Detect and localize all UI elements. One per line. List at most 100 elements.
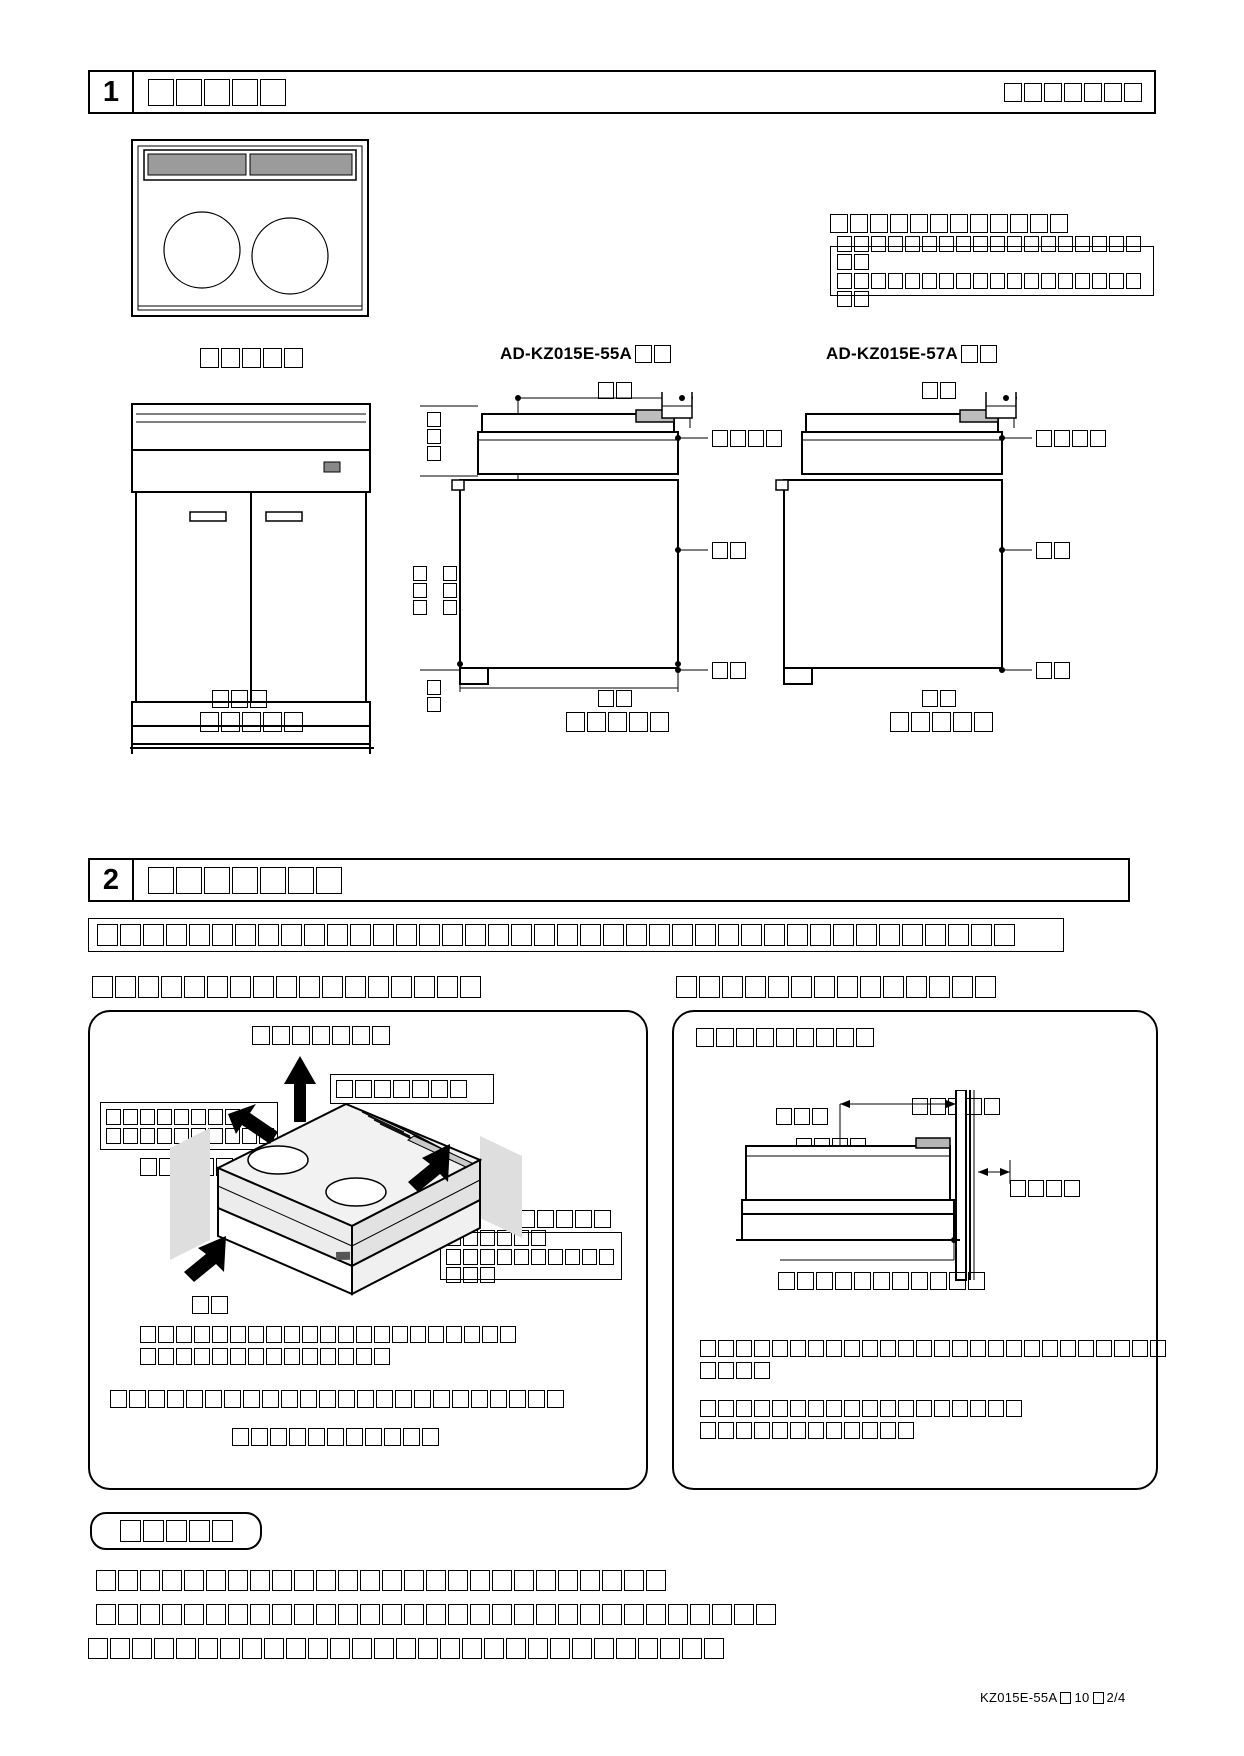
bottom-pill xyxy=(90,1512,262,1550)
section-2-title xyxy=(134,866,1128,894)
right-panel-note-2-row-1 xyxy=(700,1400,1022,1418)
right-panel-top-label xyxy=(696,1028,874,1047)
left-panel-side-label xyxy=(518,1210,611,1228)
left-panel-heading-text xyxy=(92,976,481,998)
bottom-line-3-text xyxy=(88,1638,724,1659)
left-panel-last-row xyxy=(232,1428,439,1446)
section-1-number: 1 xyxy=(90,72,134,112)
right-panel-caption xyxy=(778,1272,985,1290)
right-panel-note-3 xyxy=(700,1400,1022,1418)
model-2-bottom-dim-text xyxy=(922,690,956,708)
left-panel-lower-box xyxy=(440,1229,622,1283)
model-1-left-dim-1 xyxy=(427,412,443,461)
footer-code-suffix: 2/4 xyxy=(1106,1690,1126,1705)
right-panel xyxy=(672,1010,1158,1490)
section-1-header-right-text xyxy=(1004,82,1142,102)
top-view-drawing xyxy=(130,138,370,318)
model-1-drawing xyxy=(420,392,760,762)
section-2-banner-text xyxy=(97,924,1015,946)
right-panel-dim-mid xyxy=(776,1108,828,1126)
model-1-label: AD-KZ015E-55A xyxy=(500,344,672,364)
model-2-name: AD-KZ015E-57A xyxy=(826,344,959,363)
model-2-callout-1 xyxy=(1036,430,1106,448)
model-1-callout-2-text xyxy=(712,542,746,560)
model-1-top-dim xyxy=(598,382,632,400)
left-panel-upper-right-box-text xyxy=(336,1080,467,1098)
model-2-label: AD-KZ015E-57A xyxy=(826,344,998,364)
front-view-dim-text xyxy=(212,690,267,708)
front-view-drawing xyxy=(128,400,376,792)
bottom-line-2-text xyxy=(96,1604,776,1625)
model-1-callout-1-text xyxy=(712,430,782,448)
left-panel-upper-right-box xyxy=(330,1074,494,1104)
left-panel-note-1 xyxy=(140,1326,516,1344)
front-view-caption-text xyxy=(200,712,303,732)
left-panel-illustration xyxy=(150,1040,570,1310)
model-2-callout-1-text xyxy=(1036,430,1106,448)
left-panel-lower-box-row-2 xyxy=(446,1248,621,1283)
left-panel-top-label xyxy=(252,1026,390,1045)
model-1-callout-3-text xyxy=(712,662,746,680)
left-panel-bottom-small-label-text xyxy=(192,1296,228,1314)
right-panel-note-2-row-2 xyxy=(700,1422,914,1440)
footer-code: KZ015E-55A 10 2/4 xyxy=(980,1690,1125,1705)
model-1-left-dim-3 xyxy=(443,566,459,615)
right-panel-note-1-row-1 xyxy=(700,1340,1166,1358)
footer-code-sep-1 xyxy=(1060,1691,1072,1704)
model-1-name: AD-KZ015E-55A xyxy=(500,344,633,363)
left-panel-left-box-row-1 xyxy=(106,1108,240,1125)
note-box-row-2 xyxy=(837,272,1147,307)
model-1-callout-2 xyxy=(712,542,746,560)
model-2-bottom-dim xyxy=(922,690,956,708)
model-2-callout-3-text xyxy=(1036,662,1070,680)
model-1-name-suffix xyxy=(635,345,672,363)
right-panel-caption-text xyxy=(778,1272,985,1290)
model-2-drawing xyxy=(744,392,1084,762)
note-box-row-1 xyxy=(837,235,1147,270)
bottom-line-1 xyxy=(96,1570,666,1591)
left-panel-note-1-row-2 xyxy=(140,1348,390,1366)
left-panel-last-row-text xyxy=(232,1428,439,1446)
section-1-header: 1 xyxy=(88,70,1156,114)
top-view-caption xyxy=(200,348,303,368)
model-2-caption xyxy=(890,712,993,732)
note-heading-text xyxy=(830,214,1068,233)
right-panel-note-2 xyxy=(700,1362,770,1380)
model-1-bottom-dim xyxy=(598,690,632,708)
front-view-dim-label xyxy=(212,690,267,708)
front-view-caption xyxy=(200,712,303,732)
model-2-callout-2 xyxy=(1036,542,1070,560)
model-1-callout-1 xyxy=(712,430,782,448)
right-panel-note-1 xyxy=(700,1340,1166,1358)
left-panel-footnote-text xyxy=(110,1390,564,1408)
left-panel-bottom-small-label xyxy=(192,1296,228,1314)
model-2-callout-2-text xyxy=(1036,542,1070,560)
left-panel-heading xyxy=(92,976,481,998)
right-panel-note-1-row-2 xyxy=(700,1362,770,1380)
model-1-left-dim-3-text xyxy=(443,566,457,615)
model-2-top-dim xyxy=(922,382,956,400)
right-panel-heading xyxy=(676,976,996,998)
note-heading xyxy=(830,214,1068,233)
footer-code-prefix: KZ015E-55A xyxy=(980,1690,1058,1705)
bottom-line-3 xyxy=(88,1638,724,1659)
right-panel-heading-text xyxy=(676,976,996,998)
section-1-header-right xyxy=(1004,82,1154,102)
model-1-top-dim-text xyxy=(598,382,632,400)
right-panel-dim-right xyxy=(1010,1180,1080,1198)
model-2-top-dim-text xyxy=(922,382,956,400)
bottom-line-2 xyxy=(96,1604,776,1625)
section-2-title-text xyxy=(148,866,342,894)
model-1-bottom-dim-text xyxy=(598,690,632,708)
model-1-caption xyxy=(566,712,669,732)
right-panel-dim-right-text xyxy=(1010,1180,1080,1198)
section-2-header: 2 xyxy=(88,858,1130,902)
footer-code-mid: 10 xyxy=(1074,1690,1090,1705)
model-1-left-dim-4 xyxy=(427,680,443,712)
bottom-pill-text xyxy=(119,1520,233,1542)
model-2-caption-text xyxy=(890,712,993,732)
model-1-left-dim-1-text xyxy=(427,412,441,461)
top-view-caption-text xyxy=(200,348,303,368)
left-panel-side-label-text xyxy=(518,1210,611,1228)
footer-code-sep-2 xyxy=(1092,1691,1104,1704)
